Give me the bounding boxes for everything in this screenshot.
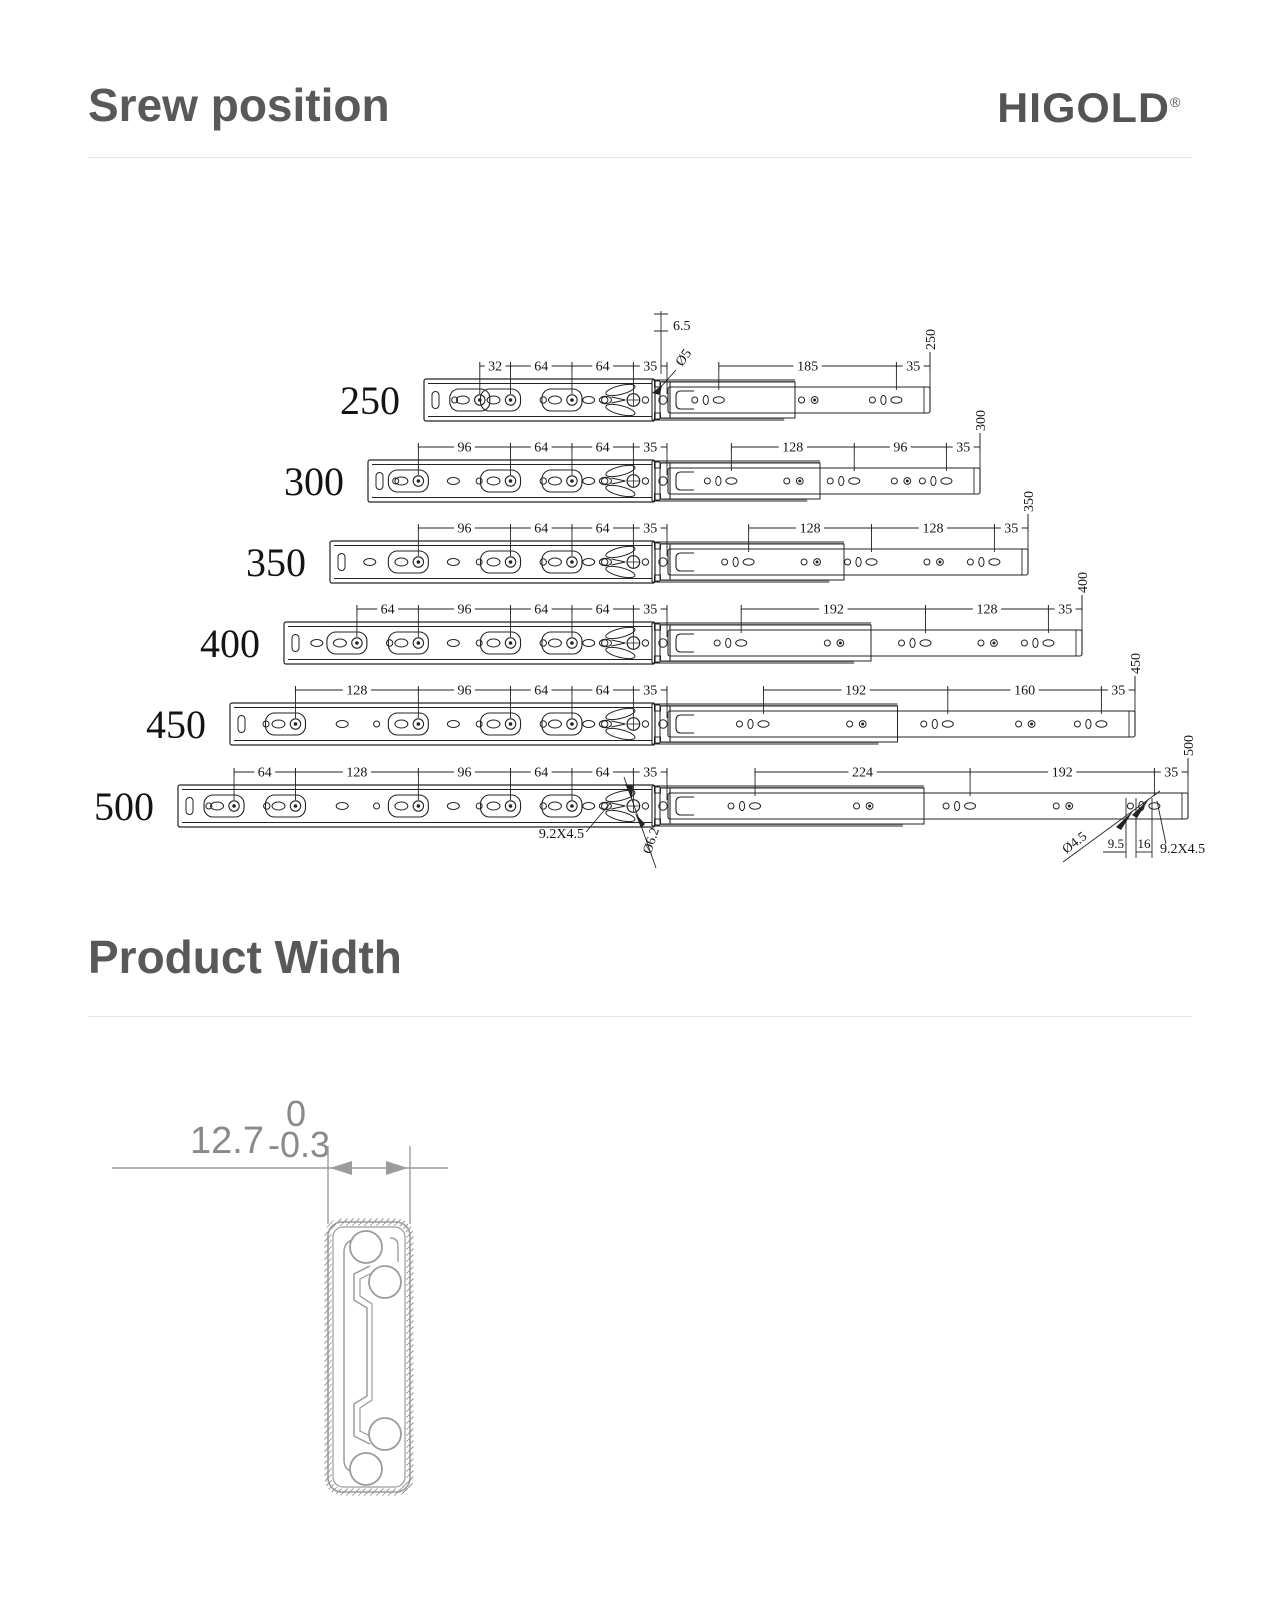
dimension-label: 35 [643, 766, 657, 781]
rear-hole-label: Ø4.5 [1059, 828, 1089, 856]
dimension-label: 128 [922, 522, 943, 537]
dimension-label: 160 [1014, 684, 1035, 699]
dimension-label: 64 [534, 441, 548, 456]
length-label: 500 [1182, 735, 1197, 756]
row-size-label: 500 [94, 784, 154, 829]
dimension-label: 96 [457, 441, 471, 456]
rear-offset-b-label: 16 [1138, 836, 1152, 851]
dimension-label: 185 [797, 360, 818, 375]
dimension-label: 64 [596, 766, 610, 781]
dimension-label: 192 [823, 603, 844, 618]
slide-row-250: 32 64 64 35 185 35 250 250 [340, 329, 939, 423]
dimension-label: 32 [488, 360, 502, 375]
row-size-label: 250 [340, 378, 400, 423]
brand-text: HIGOLD [997, 84, 1171, 131]
row-size-label: 300 [284, 459, 344, 504]
dimension-label: 64 [534, 603, 548, 618]
slide-row-300: 96 64 64 35 128 96 35 300 300 [284, 410, 989, 504]
dimension-label: 224 [852, 766, 873, 781]
brand-logo: HIGOLD® [998, 84, 1182, 132]
length-label: 400 [1076, 572, 1091, 593]
screw-position-diagram: 32 64 64 35 185 35 250 250 96 64 64 35 128 96 35 300 300… [94, 311, 1205, 869]
dimension-label: 64 [534, 684, 548, 699]
dimension-label: 192 [1052, 766, 1073, 781]
slot-size-label: 9.2X4.5 [539, 827, 584, 842]
slide-row-500: 64 128 96 64 64 35 224 192 35 500 500 [94, 735, 1197, 829]
dimension-label: 64 [258, 766, 272, 781]
dimension-label: 35 [906, 360, 920, 375]
length-label: 300 [974, 410, 989, 431]
front-annotations: 6.5Ø5 [652, 311, 695, 395]
row-size-label: 400 [200, 621, 260, 666]
slide-row-400: 64 96 64 64 35 192 128 35 400 400 [200, 572, 1091, 666]
slide-row-350: 96 64 64 35 128 128 35 350 350 [246, 491, 1037, 585]
row-size-label: 350 [246, 540, 306, 585]
dimension-label: 128 [976, 603, 997, 618]
dimension-label: 96 [457, 766, 471, 781]
dimension-label: 35 [1004, 522, 1018, 537]
dimension-label: 35 [643, 441, 657, 456]
width-tolerance-upper: 0 [286, 1093, 306, 1134]
length-label: 350 [1022, 491, 1037, 512]
dimension-label: 192 [845, 684, 866, 699]
rear-slot-label: 9.2X4.5 [1160, 842, 1205, 857]
dimension-label: 35 [1058, 603, 1072, 618]
dimension-label: 35 [643, 684, 657, 699]
rear-offset-a-label: 9.5 [1108, 836, 1124, 851]
ball-bearing [349, 1230, 383, 1264]
section-divider [88, 1016, 1192, 1017]
dimension-label: 64 [534, 360, 548, 375]
dimension-label: 35 [1164, 766, 1178, 781]
dimension-label: 64 [381, 603, 395, 618]
length-label: 450 [1129, 653, 1144, 674]
row-size-label: 450 [146, 702, 206, 747]
product-width-title: Product Width [88, 931, 402, 983]
dimension-label: 128 [782, 441, 803, 456]
dimension-label: 35 [643, 360, 657, 375]
width-tolerance-lower: -0.3 [268, 1124, 330, 1165]
dimension-label: 64 [596, 684, 610, 699]
dimension-label: 96 [457, 684, 471, 699]
dimension-label: 128 [800, 522, 821, 537]
ball-bearing [368, 1265, 402, 1299]
ball-bearing [368, 1417, 402, 1451]
ball-bearing [349, 1452, 383, 1486]
dimension-label: 96 [457, 522, 471, 537]
dimension-label: 35 [643, 522, 657, 537]
dimension-label: 64 [596, 360, 610, 375]
dimension-label: 96 [893, 441, 907, 456]
dimension-label: 64 [534, 766, 548, 781]
dimension-label: 35 [1111, 684, 1125, 699]
width-dimension-value: 12.7 [190, 1120, 264, 1162]
dimension-label: 64 [534, 522, 548, 537]
front-hole-label: Ø5 [673, 347, 695, 370]
registered-mark: ® [1170, 94, 1182, 110]
length-label: 250 [924, 329, 939, 350]
page-title: Srew position [88, 79, 390, 131]
dimension-label: 35 [956, 441, 970, 456]
dimension-label: 96 [457, 603, 471, 618]
dimension-label: 64 [596, 441, 610, 456]
dimension-label: 128 [346, 684, 367, 699]
dimension-label: 64 [596, 603, 610, 618]
dimension-label: 128 [346, 766, 367, 781]
header-divider [88, 157, 1192, 158]
dimension-label: 64 [596, 522, 610, 537]
slide-row-450: 128 96 64 64 35 192 160 35 450 450 [146, 653, 1144, 747]
dimension-label: 35 [643, 603, 657, 618]
product-width-diagram: 12.7 0 -0.3 [112, 1093, 448, 1496]
front-offset-label: 6.5 [673, 319, 691, 334]
